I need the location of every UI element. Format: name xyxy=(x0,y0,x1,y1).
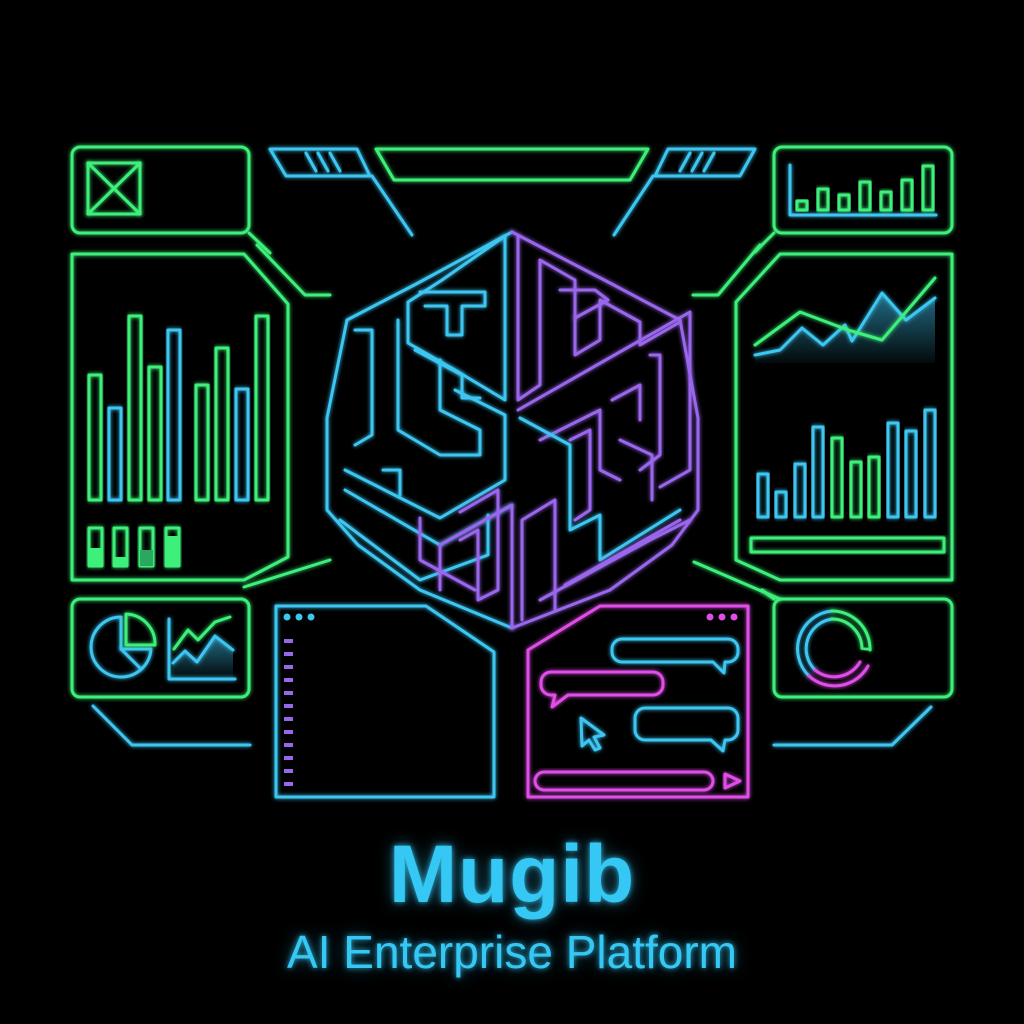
code-lines xyxy=(310,639,477,786)
line-chart-icon xyxy=(167,615,237,681)
text-lines xyxy=(148,162,237,216)
chat-window xyxy=(526,604,750,799)
progress-bar xyxy=(749,536,946,568)
top-left-card xyxy=(70,145,272,255)
level-meters xyxy=(87,526,218,568)
bar-chart xyxy=(87,314,270,502)
bar-chart xyxy=(756,408,937,519)
window-dot xyxy=(706,613,714,621)
brand-name: Mugib xyxy=(388,829,636,920)
brand-tagline: AI Enterprise Platform xyxy=(287,926,737,978)
window-dot xyxy=(718,613,726,621)
isometric-maze-hexagon-logo xyxy=(325,230,700,630)
text-lines xyxy=(772,705,933,757)
chat-input[interactable] xyxy=(533,770,715,792)
area-chart-icon xyxy=(753,276,937,365)
legend-lines xyxy=(890,610,937,688)
line-number-gutter xyxy=(284,639,293,786)
image-placeholder-icon xyxy=(86,161,142,216)
code-editor-window xyxy=(274,604,496,799)
chat-bubble-incoming xyxy=(633,706,740,753)
text-lines xyxy=(753,380,853,406)
window-controls xyxy=(706,613,738,621)
bar-chart-icon xyxy=(788,163,938,217)
window-dot xyxy=(730,613,738,621)
header-text-lines xyxy=(86,266,178,297)
donut-chart-icon xyxy=(796,609,872,688)
bottom-right-card xyxy=(760,588,954,757)
right-dashboard-panel xyxy=(691,243,954,601)
window-dot xyxy=(295,613,303,621)
top-banner xyxy=(268,147,757,237)
send-icon[interactable] xyxy=(723,772,742,790)
window-dot xyxy=(307,613,315,621)
text-lines xyxy=(91,704,252,757)
bottom-left-card xyxy=(70,597,252,757)
pie-chart-icon xyxy=(89,612,157,679)
window-controls xyxy=(283,613,315,621)
chat-bubble-outgoing xyxy=(539,670,665,709)
left-dashboard-panel xyxy=(70,243,332,589)
chat-bubble-incoming xyxy=(610,637,740,675)
pointer-cursor-icon xyxy=(579,716,606,752)
window-dot xyxy=(283,613,291,621)
top-right-card xyxy=(753,145,954,254)
